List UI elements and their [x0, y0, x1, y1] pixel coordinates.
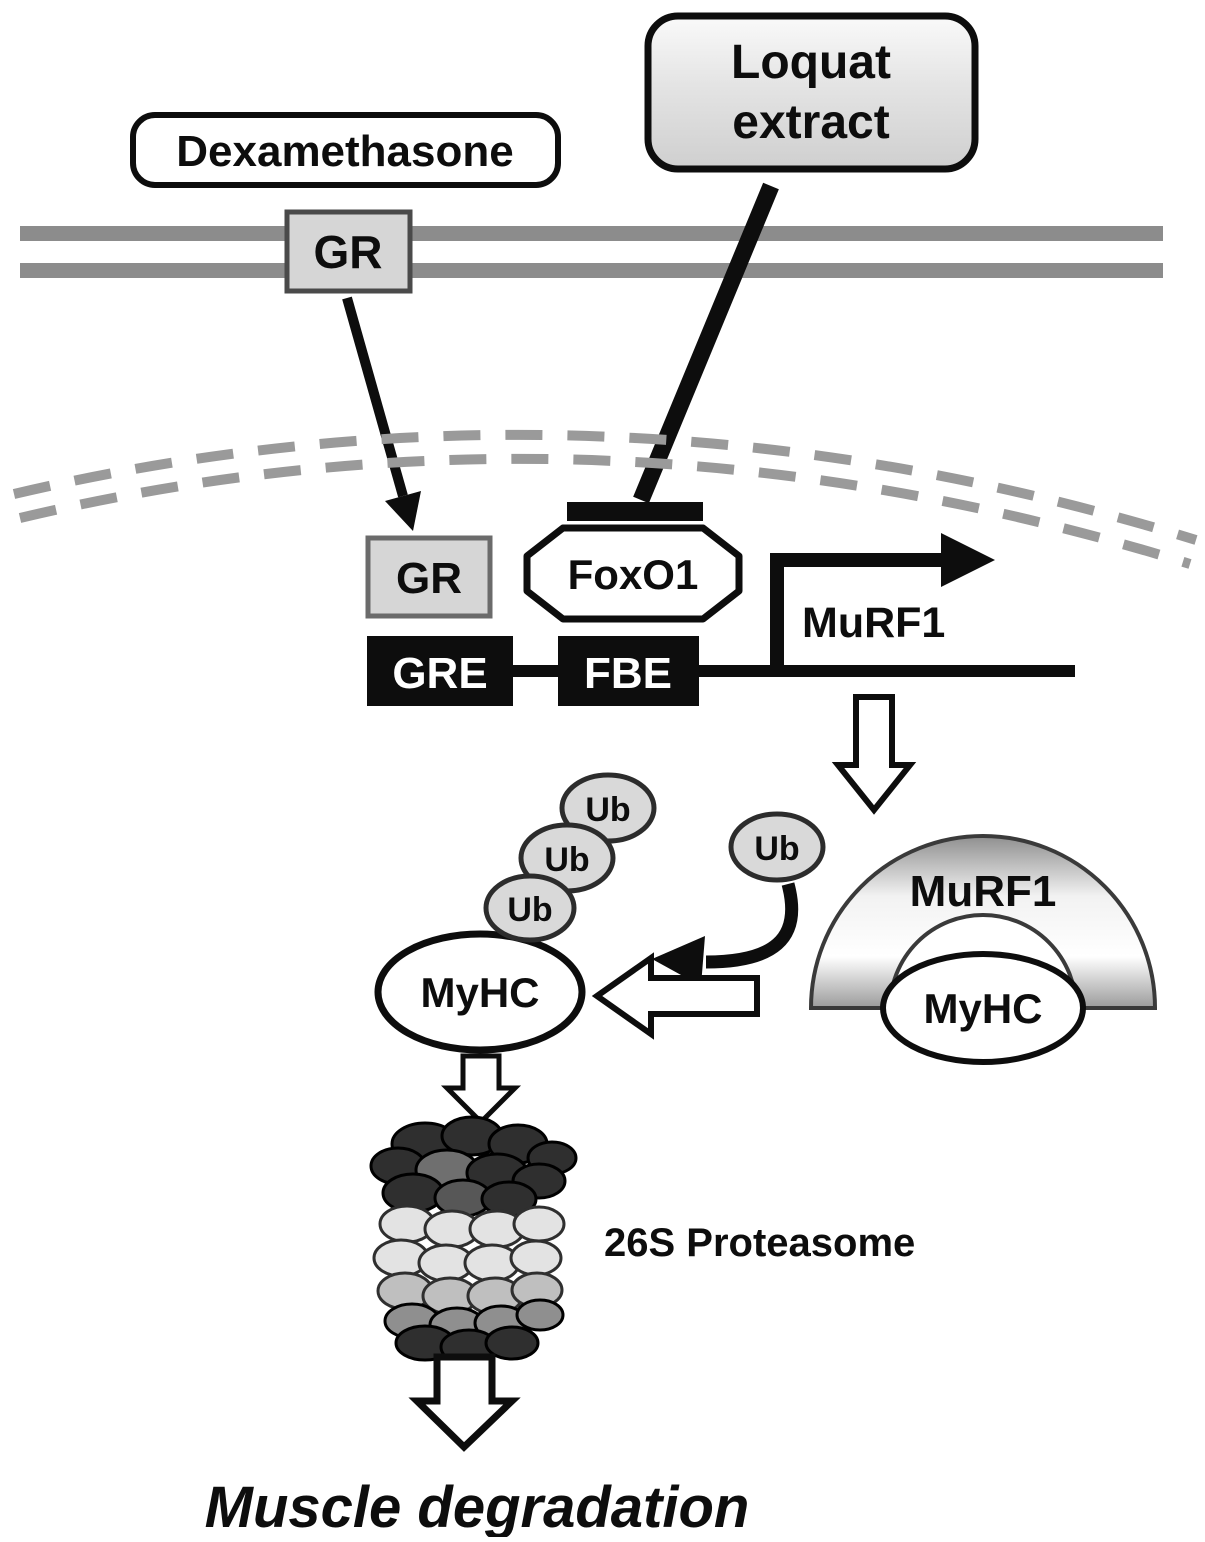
loquat-extract-box — [644, 12, 979, 173]
ub-transfer-curve — [705, 882, 799, 969]
murf1-ligase-complex: MuRF1 MyHC — [808, 834, 1158, 1065]
proteasome-subunit — [512, 1205, 566, 1243]
ub-free-label: Ub — [754, 830, 799, 868]
ub-chain-label-1: Ub — [585, 791, 630, 829]
gre-label: GRE — [392, 649, 487, 698]
ub-chain-label-2: Ub — [544, 841, 589, 879]
ubiquitination-arrow — [591, 952, 760, 1040]
murf1-gene-label: MuRF1 — [802, 599, 945, 647]
myhc-to-proteasome-arrow — [440, 1053, 522, 1126]
muscle-degradation-label: Muscle degradation — [205, 1475, 750, 1537]
gr-membrane-node: GR — [284, 209, 413, 294]
loquat-extract-label-line2: extract — [732, 96, 889, 149]
transcription-arrow-head — [941, 533, 995, 587]
ub-chain-circle-3 — [483, 873, 577, 943]
gre-box — [367, 636, 513, 706]
proteasome-label: 26S Proteasome — [604, 1221, 915, 1265]
myhc-substrate-ellipse — [880, 951, 1086, 1065]
dexamethasone-label: Dexamethasone — [176, 127, 513, 176]
proteasome-subunit — [509, 1239, 563, 1277]
nuclear-membrane-outer — [12, 429, 1198, 545]
inhibition-tbar — [567, 502, 703, 521]
gr-nuclear-node: GR — [365, 535, 493, 619]
myhc-ubiquitinated-label: MyHC — [420, 969, 539, 1016]
ubiquitinated-myhc: MyHC Ub Ub Ub — [374, 772, 657, 1054]
dexamethasone-node: Dexamethasone — [130, 112, 561, 188]
plasma-membrane — [20, 226, 1163, 278]
ub-transfer-arrow-head — [652, 936, 705, 986]
foxo1-node: FoxO1 — [523, 524, 743, 623]
nuclear-membrane-inner — [18, 453, 1192, 569]
degradation-arrow — [408, 1353, 521, 1452]
dexamethasone-box — [130, 112, 561, 188]
loquat-extract-label-line1: Loquat — [731, 36, 891, 89]
myhc-ubiquitinated-ellipse — [374, 930, 586, 1054]
foxo1-octagon — [523, 524, 743, 623]
murf1-ligase-label: MuRF1 — [910, 867, 1057, 916]
gr-membrane-box — [284, 209, 413, 294]
membrane-bar-top — [20, 226, 1163, 241]
proteasome-subunit — [484, 1325, 540, 1361]
ub-free-circle — [728, 811, 826, 883]
fbe-element: FBE — [558, 636, 699, 706]
loquat-inhibition-connector — [567, 182, 779, 521]
ub-transfer: Ub — [652, 811, 826, 986]
gr-membrane-label: GR — [314, 226, 383, 278]
myhc-substrate-label: MyHC — [923, 985, 1042, 1032]
gr-nuclear-box — [365, 535, 493, 619]
murf1-expression-arrow — [831, 694, 917, 815]
murf1-transcription-arrow — [770, 533, 995, 671]
proteasome-subunit — [515, 1298, 565, 1332]
gr-arrow-head — [385, 491, 421, 531]
inhibition-line — [633, 182, 779, 504]
loquat-extract-node: Loquat extract — [644, 12, 979, 173]
gr-translocation-arrow — [342, 296, 421, 531]
fbe-box — [558, 636, 699, 706]
ub-chain-label-3: Ub — [507, 891, 552, 929]
proteasome-barrel — [369, 1115, 578, 1366]
membrane-bar-bottom — [20, 263, 1163, 278]
gre-element: GRE — [367, 636, 513, 706]
gr-nuclear-label: GR — [396, 554, 462, 603]
murf1-ligase-crescent — [808, 834, 1158, 1010]
fbe-label: FBE — [584, 649, 672, 698]
nuclear-membrane — [12, 429, 1198, 569]
transcription-arrow-shaft — [770, 553, 945, 671]
foxo1-label: FoxO1 — [568, 551, 699, 598]
